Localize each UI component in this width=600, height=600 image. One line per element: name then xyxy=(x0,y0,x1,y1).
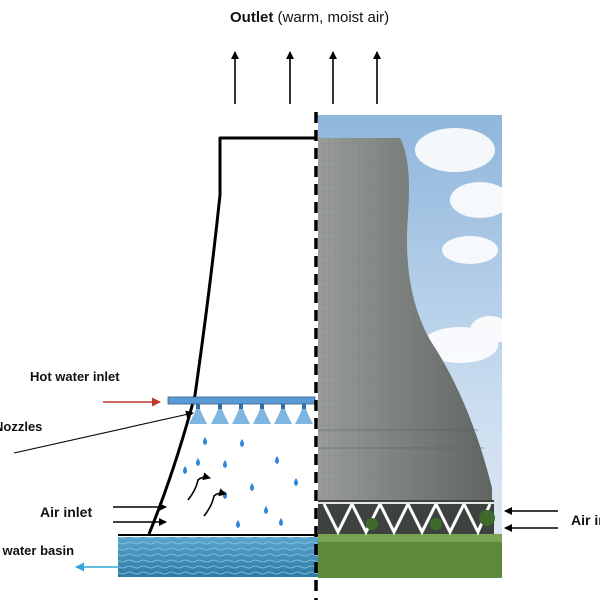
nozzles-label: Nozzles xyxy=(0,419,42,434)
air-inlet-left-label: Air inlet xyxy=(40,504,92,520)
water-droplets xyxy=(183,437,298,528)
cold-water-basin xyxy=(118,537,318,577)
tower-photo xyxy=(318,115,502,578)
distribution-pipe xyxy=(167,396,316,405)
droplet-icon xyxy=(264,506,268,514)
tower-outline xyxy=(147,136,315,535)
spray-nozzles xyxy=(189,404,313,424)
droplet-icon xyxy=(223,460,227,468)
nozzle-icon xyxy=(189,404,207,424)
outlet-title-desc: (warm, moist air) xyxy=(273,9,389,26)
droplet-icon xyxy=(240,439,244,447)
droplet-icon xyxy=(250,483,254,491)
droplet-icon xyxy=(294,478,298,486)
nozzle-icon xyxy=(274,404,292,424)
droplet-icon xyxy=(196,458,200,466)
nozzle-icon xyxy=(295,404,313,424)
droplet-icon xyxy=(203,437,207,445)
droplet-icon xyxy=(183,466,187,474)
droplet-icon xyxy=(279,518,283,526)
outlet-arrows xyxy=(231,51,381,104)
nozzle-icon xyxy=(211,404,229,424)
cold-water-basin-label: Cold water basin xyxy=(0,543,74,558)
curved-arrow-icon xyxy=(187,472,211,501)
droplet-icon xyxy=(223,491,227,499)
outlet-title: Outlet (warm, moist air) xyxy=(230,9,389,26)
nozzle-icon xyxy=(253,404,271,424)
clouds xyxy=(415,128,502,363)
curved-arrow-icon xyxy=(203,488,227,517)
nozzle-icon xyxy=(232,404,250,424)
air-flow-arrows xyxy=(187,472,227,517)
outlet-title-bold: Outlet xyxy=(230,9,273,26)
hot-water-inlet-label: Hot water inlet xyxy=(30,369,120,384)
air-inlet-right-label: Air inlet xyxy=(571,512,600,528)
nozzles-pointer xyxy=(13,410,194,454)
droplet-icon xyxy=(236,520,240,528)
droplet-icon xyxy=(275,456,279,464)
